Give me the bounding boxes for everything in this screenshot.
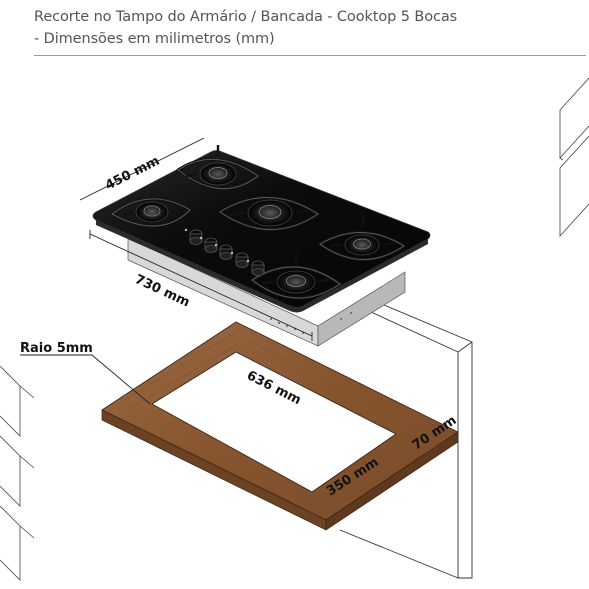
- burner-inner-rings: [143, 167, 371, 287]
- cooktop-underbody: [127, 237, 406, 347]
- wood-grain: [117, 329, 449, 517]
- grate-legs: [123, 145, 395, 285]
- burner-caps: [135, 162, 380, 294]
- title-line-2: - Dimensões em milimetros (mm): [34, 31, 275, 47]
- burner-center-wok: [247, 199, 293, 227]
- countertop-right-edge: [325, 431, 459, 531]
- knob-indicators: [184, 228, 250, 263]
- countertop-wood: [101, 321, 459, 521]
- title-line-1: Recorte no Tampo do Armário / Bancada - …: [34, 9, 458, 25]
- burner-back-left: [199, 162, 237, 186]
- header: Recorte no Tampo do Armário / Bancada - …: [34, 6, 586, 56]
- header-divider: [34, 55, 586, 56]
- burner-front-right: [276, 270, 316, 294]
- dimension-lines-cooktop: [79, 137, 313, 341]
- cooktop-glass-edge: [96, 220, 428, 313]
- knob-2: [204, 237, 218, 253]
- knob-5: [251, 260, 265, 276]
- knob-1: [189, 229, 203, 245]
- knob-3: [219, 244, 233, 260]
- burner-grate-highlights: [111, 158, 405, 299]
- control-knobs: [189, 229, 265, 276]
- cabinet-outline-left: [0, 365, 35, 581]
- burner-front-left: [135, 201, 169, 223]
- radius-callout: [20, 354, 151, 405]
- burner-back-right: [344, 234, 380, 256]
- label-corner-radius: Raio 5mm: [20, 341, 93, 356]
- cabinet-outline-right: [559, 77, 589, 238]
- knob-4: [235, 252, 249, 268]
